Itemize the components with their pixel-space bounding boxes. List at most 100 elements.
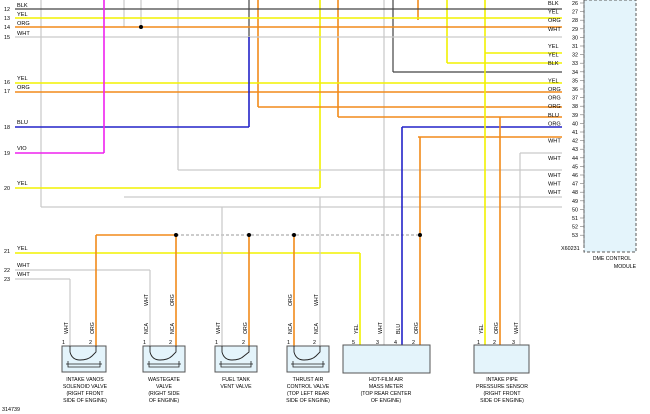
- left-pin-number: 14: [4, 25, 10, 31]
- thrust-body: [286, 345, 330, 373]
- left-pin-number: 18: [4, 125, 10, 131]
- hotfilm-pin5-number: 5: [352, 340, 355, 346]
- module-pin-number: 28: [572, 18, 578, 24]
- splice-dot: [174, 233, 178, 237]
- module-pin-number: 43: [572, 147, 578, 153]
- thrust-pin2-number: 2: [313, 340, 316, 346]
- module-pin-number: 47: [572, 182, 578, 188]
- vanos-pin1-number: 1: [62, 340, 65, 346]
- solenoid-base-icon: [219, 361, 253, 368]
- solenoid-coil-icon: [221, 346, 250, 361]
- wastegate-caption-l3: (RIGHT SIDE: [148, 391, 180, 397]
- solenoid-base-icon: [147, 361, 181, 368]
- hotfilm-caption-l1: HOT-FILM AIR: [369, 377, 403, 383]
- module-pin-wire-color: WHT: [548, 173, 561, 179]
- wastegate-caption-l2: VALVE: [156, 384, 172, 390]
- hotfilm-pin4-number: 4: [394, 340, 397, 346]
- module-pin-number: 48: [572, 190, 578, 196]
- thrust-pin1-wire: ORG: [288, 294, 294, 306]
- module-body: [583, 0, 637, 253]
- vanos-caption-l3: (RIGHT FRONT: [66, 391, 104, 397]
- left-pin-number: 15: [4, 35, 10, 41]
- left-wire-color: YEL: [17, 76, 28, 82]
- thrust-pin2-wire: WHT: [314, 293, 320, 306]
- left-pin-number: 22: [4, 268, 10, 274]
- module-pin-wire-color: ORG: [548, 18, 561, 24]
- left-wire-color: YEL: [17, 246, 28, 252]
- module-pin-number: 53: [572, 233, 578, 239]
- solenoid-coil-icon: [69, 346, 97, 361]
- left-pin-number: 12: [4, 7, 10, 13]
- hotfilm-pin3-wire: WHT: [378, 321, 384, 334]
- left-pin-number: 21: [4, 249, 10, 255]
- wastegate-body: [142, 345, 186, 373]
- left-wire-color: WHT: [17, 263, 30, 269]
- vanos-body: [61, 345, 107, 373]
- module-pin-number: 36: [572, 87, 578, 93]
- fueltank-caption-l1: FUEL TANK: [222, 377, 250, 383]
- vanos-pin1-wire: WHT: [64, 321, 70, 334]
- module-pin-number: 31: [572, 44, 578, 50]
- module-pin-wire-color: ORG: [548, 121, 561, 127]
- module-pin-wire-color: WHT: [548, 27, 561, 33]
- wastegate-pin2-wire: ORG: [170, 294, 176, 306]
- module-pin-wire-color: WHT: [548, 156, 561, 162]
- module-pin-number: 38: [572, 104, 578, 110]
- wastegate-caption-l4: OF ENGINE): [149, 398, 180, 404]
- module-pin-number: 45: [572, 164, 578, 170]
- solenoid-base-icon: [291, 361, 325, 368]
- left-wire-color: YEL: [17, 181, 28, 187]
- module-pin-wire-color: YEL: [548, 53, 559, 59]
- thrust-caption-l2: CONTROL VALVE: [287, 384, 330, 390]
- module-pin-wire-color: WHT: [548, 139, 561, 145]
- fueltank-pin1-wire: WHT: [216, 321, 222, 334]
- vanos-caption-l2: SOLENOID VALVE: [63, 384, 108, 390]
- module-pin-number: 52: [572, 225, 578, 231]
- solenoid-coil-icon: [293, 346, 321, 361]
- wastegate-pin1-extra: NCA: [144, 323, 150, 334]
- vanos-caption-l4: SIDE OF ENGINE): [63, 398, 107, 404]
- component-wastegate-valve: WHT ORG NCA NCA 1 2 WASTEGATE VALVE (RIG…: [142, 293, 186, 404]
- module-pin-number: 29: [572, 27, 578, 33]
- dme-control-module: DME CONTROL MODULE X60231: [561, 0, 637, 270]
- module-label-line2: MODULE: [614, 264, 637, 270]
- hotfilm-body: [342, 344, 431, 374]
- module-pin-wire-color: YEL: [548, 78, 559, 84]
- module-pin-wire-color: WHT: [548, 182, 561, 188]
- component-hot-film-air-mass-meter: YEL WHT BLU ORG 5 3 4 2 HOT-FILM AIR MAS…: [342, 321, 431, 404]
- pipe-pin2-wire: ORG: [494, 322, 500, 334]
- module-pin-wire-color: WHT: [548, 190, 561, 196]
- module-pin-number: 35: [572, 78, 578, 84]
- component-intake-vanos: WHT ORG 1 2 INTAKE VANOS SOLENOID VALVE …: [61, 321, 108, 404]
- wires: [15, 0, 562, 346]
- pipe-pin2-number: 2: [493, 340, 496, 346]
- module-pin-number: 26: [572, 1, 578, 7]
- left-wire-color: WHT: [17, 272, 30, 278]
- module-pin-number: 30: [572, 35, 578, 41]
- module-pin-number: 49: [572, 199, 578, 205]
- hotfilm-caption-l2: MASS METER: [369, 384, 404, 390]
- splice-dot: [292, 233, 296, 237]
- hotfilm-pin2-number: 2: [412, 340, 415, 346]
- pipe-caption-l4: SIDE OF ENGINE): [480, 398, 524, 404]
- left-pin-number: 16: [4, 80, 10, 86]
- hotfilm-pin4-wire: BLU: [396, 324, 402, 334]
- vanos-pin2-number: 2: [89, 340, 92, 346]
- left-wire-color: YEL: [17, 12, 28, 18]
- solenoid-coil-icon: [149, 346, 177, 361]
- module-pin-number: 27: [572, 10, 578, 16]
- module-pin-number: 46: [572, 173, 578, 179]
- module-label-line1: DME CONTROL: [593, 256, 631, 262]
- left-pin-number: 23: [4, 277, 10, 283]
- module-pin-number: 42: [572, 139, 578, 145]
- thrust-pin1-number: 1: [287, 340, 290, 346]
- module-pin-number: 41: [572, 130, 578, 136]
- fueltank-pin2-number: 2: [242, 340, 245, 346]
- pipe-caption-l2: PRESSURE SENSOR: [476, 384, 528, 390]
- module-pin-number: 40: [572, 121, 578, 127]
- hotfilm-caption-l4: OF ENGINE): [371, 398, 402, 404]
- module-pin-number: 51: [572, 216, 578, 222]
- left-wire-color: WHT: [17, 31, 30, 37]
- component-thrust-air-control-valve: ORG WHT NCA NCA 1 2 THRUST AIR CONTROL V…: [286, 293, 330, 404]
